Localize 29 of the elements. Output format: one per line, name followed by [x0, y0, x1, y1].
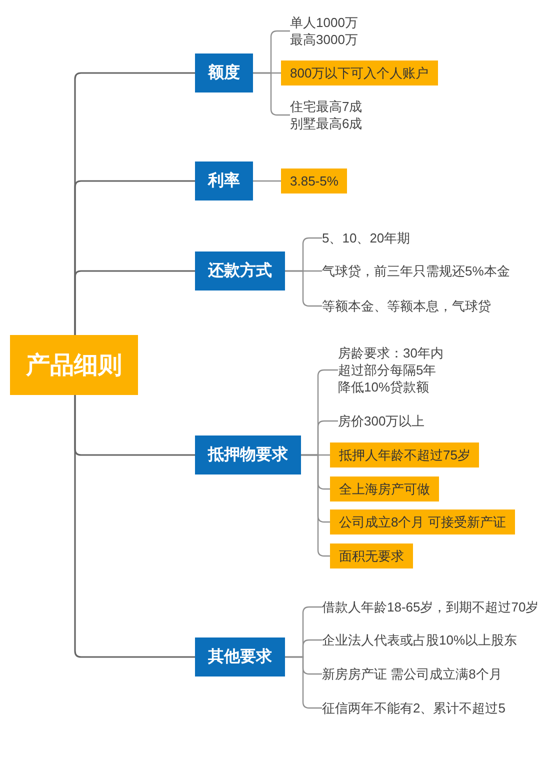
- note-text: 等额本金、等额本息，气球贷: [322, 298, 491, 314]
- branch-topic: 抵押物要求: [195, 436, 301, 474]
- note-text: 住宅最高7成别墅最高6成: [290, 98, 367, 132]
- branch-topic: 利率: [195, 162, 253, 200]
- branch-topic: 其他要求: [195, 638, 285, 676]
- highlighted-note: 3.85-5%: [281, 168, 348, 194]
- note-text: 房价300万以上: [338, 412, 425, 430]
- note-text: 5、10、20年期: [322, 230, 410, 246]
- highlighted-note: 面积无要求: [330, 544, 413, 568]
- connector-line: [74, 270, 195, 335]
- note-text: 企业法人代表或占股10%以上股东: [322, 632, 518, 648]
- note-text: 单人1000万最高3000万: [290, 14, 367, 48]
- note-text: 借款人年龄18-65岁，到期不超过70岁: [322, 598, 539, 616]
- connector-line: [285, 656, 322, 709]
- branch-topic: 还款方式: [195, 252, 285, 290]
- note-text: 新房房产证 需公司成立满8个月: [322, 666, 502, 682]
- branch-topic: 额度: [195, 54, 253, 92]
- highlighted-note: 公司成立8个月 可接受新产证: [330, 510, 515, 534]
- note-text: 房龄要求：30年内超过部分每隔5年降低10%贷款额: [338, 344, 446, 396]
- connector-line: [285, 270, 322, 307]
- root-topic: 产品细则: [10, 335, 138, 395]
- connector-line: [74, 395, 195, 658]
- note-text: 征信两年不能有2、累计不超过5: [322, 700, 506, 716]
- highlighted-note: 全上海房产可做: [330, 476, 439, 502]
- highlighted-note: 800万以下可入个人账户: [281, 60, 438, 86]
- connector-line: [253, 180, 281, 182]
- highlighted-note: 抵押人年龄不超过75岁: [330, 442, 480, 468]
- connector-line: [253, 72, 290, 116]
- note-text: 气球贷，前三年只需规还5%本金: [322, 262, 510, 280]
